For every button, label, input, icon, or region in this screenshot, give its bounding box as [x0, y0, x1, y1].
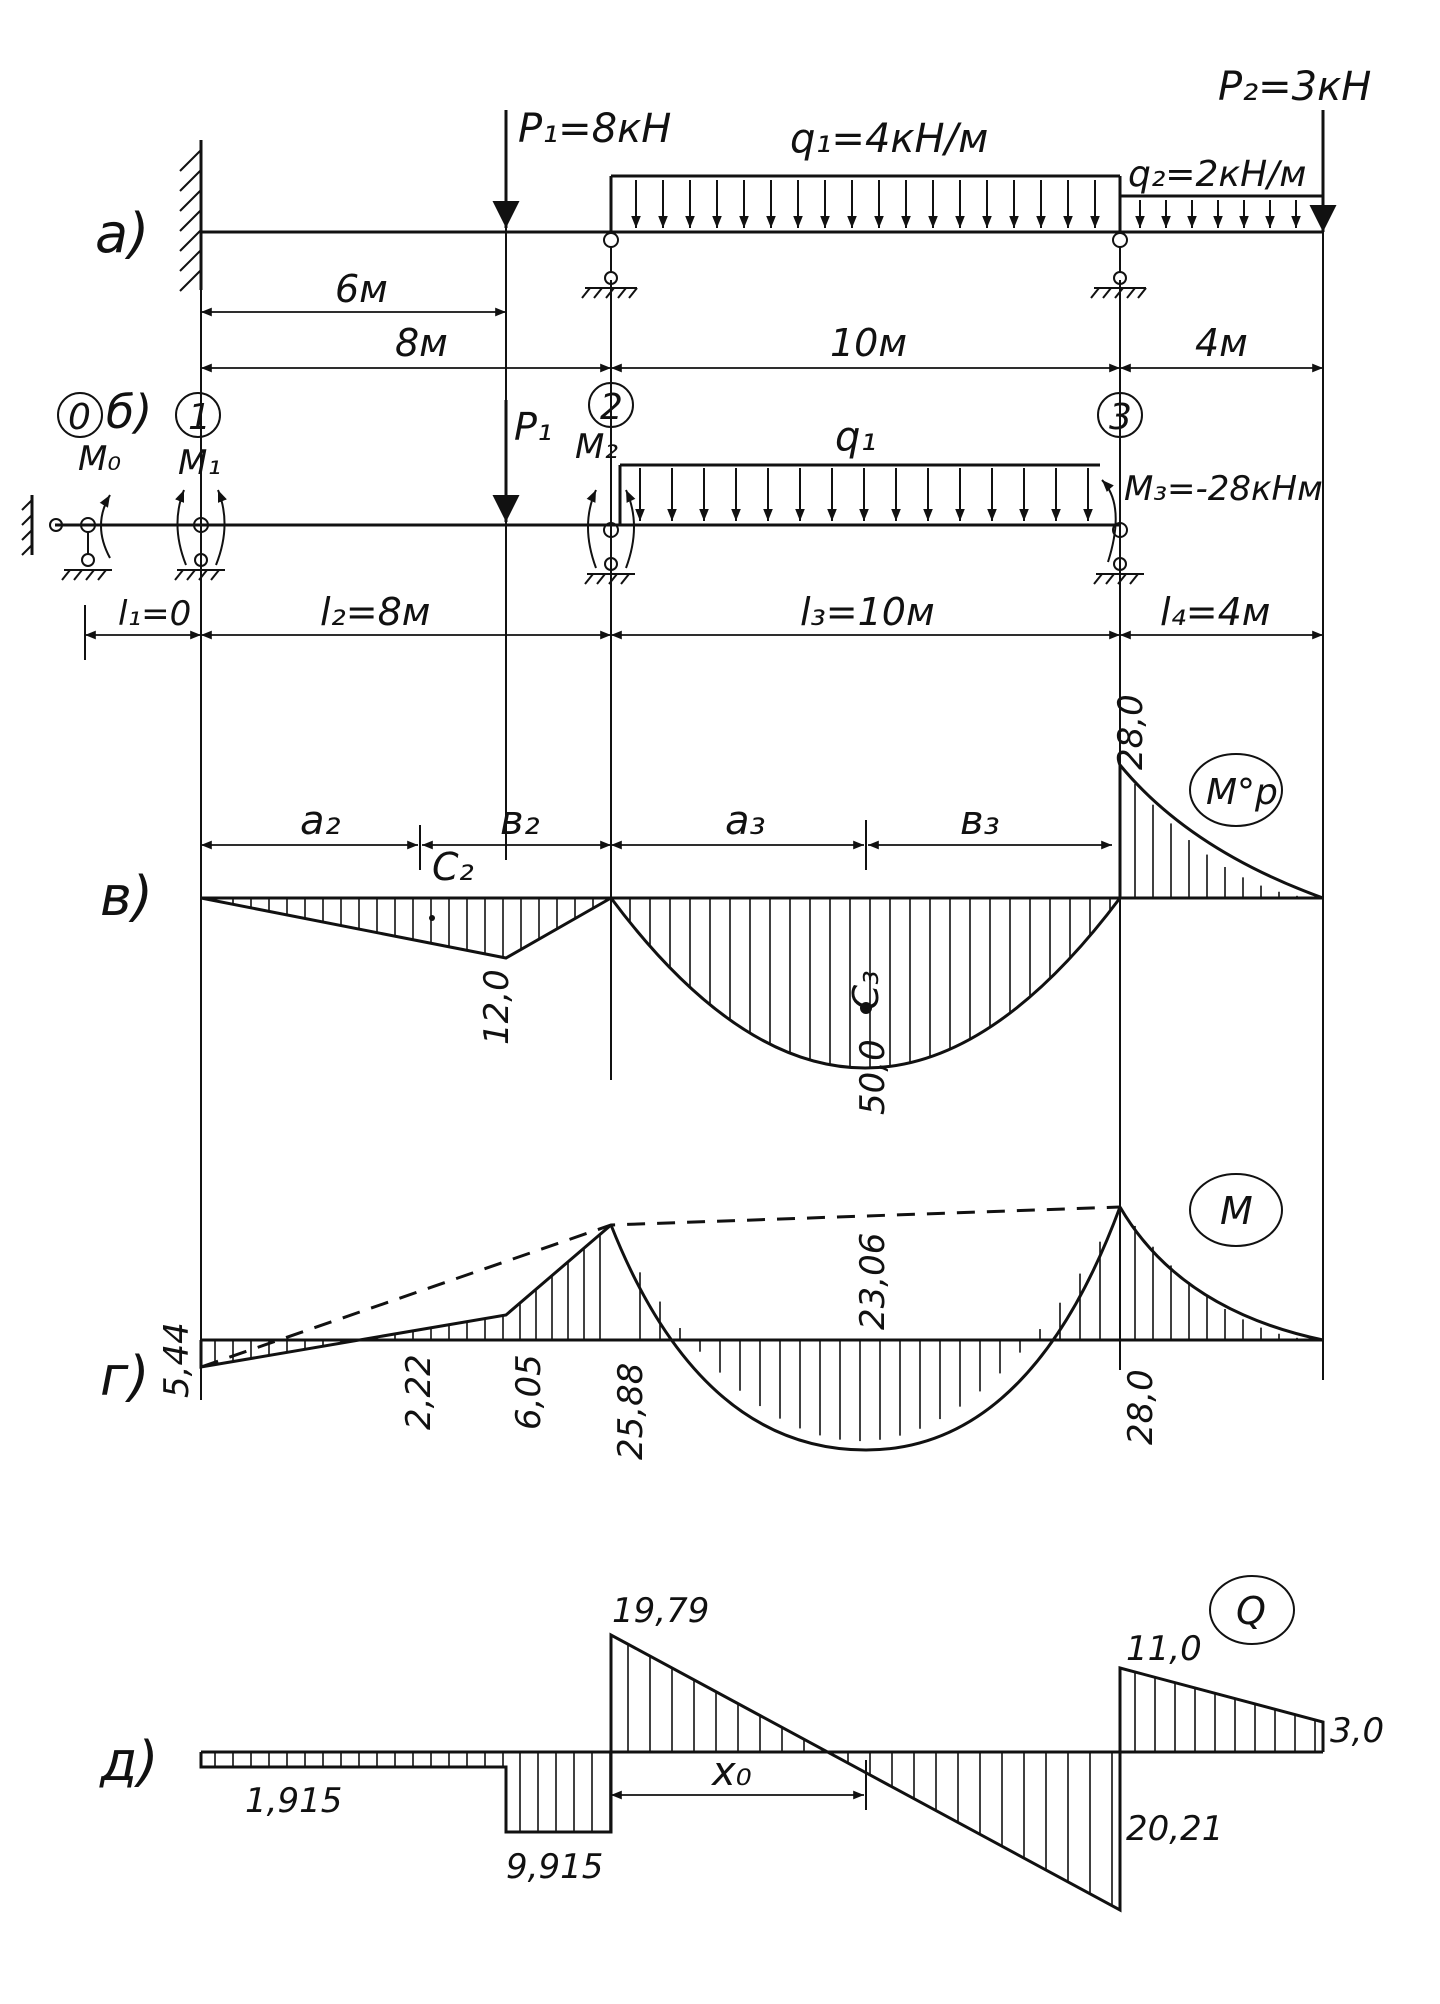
p1-label: P₁=8кН: [518, 106, 671, 152]
val-50-v: 50,0: [853, 1039, 893, 1115]
c2-label: C₂: [432, 845, 474, 889]
x0-label: x₀: [710, 1749, 752, 1795]
q2-load-arrows: [1135, 200, 1301, 228]
vertical-guides: [200, 180, 1324, 1400]
m3-label: M₃=-28кНм: [1124, 469, 1323, 509]
l2-label: l₂=8м: [320, 590, 430, 634]
q2-label: q₂=2кН/м: [1128, 154, 1306, 195]
dim-10m: 10м: [830, 321, 907, 365]
q1-load-arrows-b: [635, 468, 1093, 521]
q1-short-label: q₁: [835, 414, 876, 460]
val-12-v: 12,0: [477, 969, 517, 1045]
val-19-79: 19,79: [612, 1591, 709, 1631]
fixed-support-hatch: [179, 149, 202, 292]
hatch-d: [214, 1644, 1316, 1906]
q1-label: q₁=4кН/м: [790, 116, 988, 162]
val-11: 11,0: [1126, 1629, 1202, 1669]
val-20-21: 20,21: [1126, 1809, 1223, 1849]
panel-a-label: а): [95, 202, 149, 265]
a3-label: a₃: [725, 798, 766, 844]
panel-v-moment-base: в) 28,0 12,0 50,0 C₃ C₂ a₂ в₂ a₃ в₃ M°p: [100, 694, 1324, 1115]
support-2: [584, 522, 635, 585]
badge-q: Q: [1236, 1589, 1266, 1633]
dim-8m: 8м: [395, 321, 448, 365]
a2-label: a₂: [300, 798, 341, 844]
val-28-v: 28,0: [1111, 694, 1151, 770]
support-3: [1093, 522, 1144, 585]
hinge-support-3: [1090, 232, 1147, 299]
dim-4m: 4м: [1195, 321, 1248, 365]
val-2-22: 2,22: [399, 1354, 439, 1430]
val-9-915: 9,915: [506, 1847, 603, 1887]
support-0: [61, 517, 112, 581]
hatch-g: [214, 1225, 1316, 1442]
node-3-label: 3: [1109, 397, 1132, 438]
val-23-06: 23,06: [853, 1233, 893, 1330]
val-1-915: 1,915: [245, 1781, 342, 1821]
m0-label: M₀: [78, 439, 121, 479]
panel-a-beam-scheme: а) P₁=8кН P₂=3кН q₁=4кН/м q₂=2кН/м: [95, 64, 1371, 373]
q1-load-arrows: [631, 180, 1100, 228]
node-0-label: 0: [68, 397, 91, 438]
panel-b-equivalent-scheme: 0 б) 1 2 3: [21, 382, 1323, 660]
b2-label: в₂: [500, 798, 540, 844]
val-6-05: 6,05: [509, 1354, 549, 1430]
val-25-88: 25,88: [611, 1363, 651, 1460]
val-3: 3,0: [1330, 1711, 1384, 1751]
val-5-44: 5,44: [157, 1322, 197, 1398]
p1-short-label: P₁: [514, 405, 552, 449]
panel-g-label: г): [100, 1345, 149, 1408]
support-1: [174, 517, 225, 581]
panel-d-label: д): [99, 1730, 158, 1793]
c3-label: C₃: [846, 970, 887, 1010]
badge-m: M: [1220, 1189, 1253, 1233]
node-1-label: 1: [188, 397, 211, 438]
b3-label: в₃: [960, 798, 1000, 844]
panel-d-shear: д) x₀ 1,915 9,915 19,79 20,21 11,0 3,0 Q: [99, 1575, 1384, 1913]
m1-label: M₁: [178, 443, 221, 483]
hinge-support-2: [581, 232, 638, 299]
l3-label: l₃=10м: [800, 590, 935, 634]
badge-mp: M°p: [1206, 772, 1278, 813]
panel-v-label: в): [100, 865, 153, 928]
val-28-g: 28,0: [1121, 1369, 1161, 1445]
l4-label: l₄=4м: [1160, 590, 1270, 634]
node-2-label: 2: [600, 387, 623, 428]
l1-label: l₁=0: [118, 594, 191, 634]
m2-label: M₂: [575, 427, 618, 467]
hatch-v: [214, 783, 1316, 1068]
panel-b-label: б): [106, 385, 152, 439]
p2-label: P₂=3кН: [1218, 64, 1371, 110]
dim-6m: 6м: [335, 267, 388, 311]
panel-g-final-moment: г) 5,44 2,22 6,05 25,88 23,06 28,0 M: [100, 1173, 1324, 1460]
